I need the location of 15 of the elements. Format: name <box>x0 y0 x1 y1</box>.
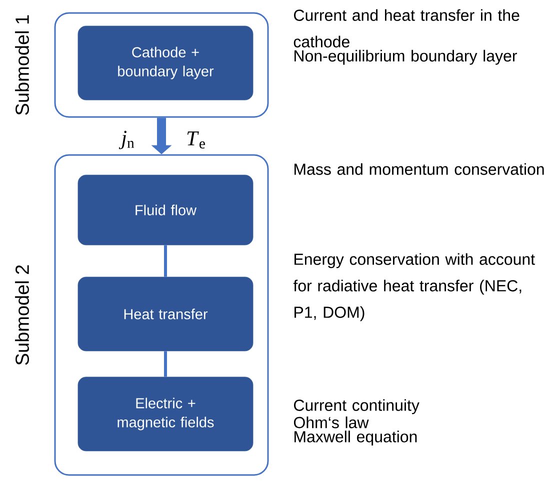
description-text: Energy conservation with account for radiative heat transfer (NEC, P1, DOM) <box>293 253 535 322</box>
node-label: Submodel 2 <box>15 265 29 365</box>
process-box: Cathode + boundary layer <box>78 26 254 100</box>
variable-label: j$_{n}$ <box>118 130 134 150</box>
description-text: Maxwell equation <box>294 430 417 446</box>
description-text: Current and heat transfer in the cathode <box>294 9 520 48</box>
description-text: Non-equilibrium boundary layer <box>294 50 517 65</box>
process-box: Electric + magnetic fields <box>78 376 254 452</box>
process-box: Heat transfer <box>78 276 254 352</box>
node-label: Submodel 1 <box>15 15 29 115</box>
description-text: Ohm‘s law <box>294 416 369 428</box>
description-text: Mass and momentum conservation <box>294 163 544 175</box>
description-text: Current continuity <box>294 399 420 414</box>
variable-label: T$_{e}$ <box>187 132 205 148</box>
process-box: Fluid flow <box>78 174 254 246</box>
